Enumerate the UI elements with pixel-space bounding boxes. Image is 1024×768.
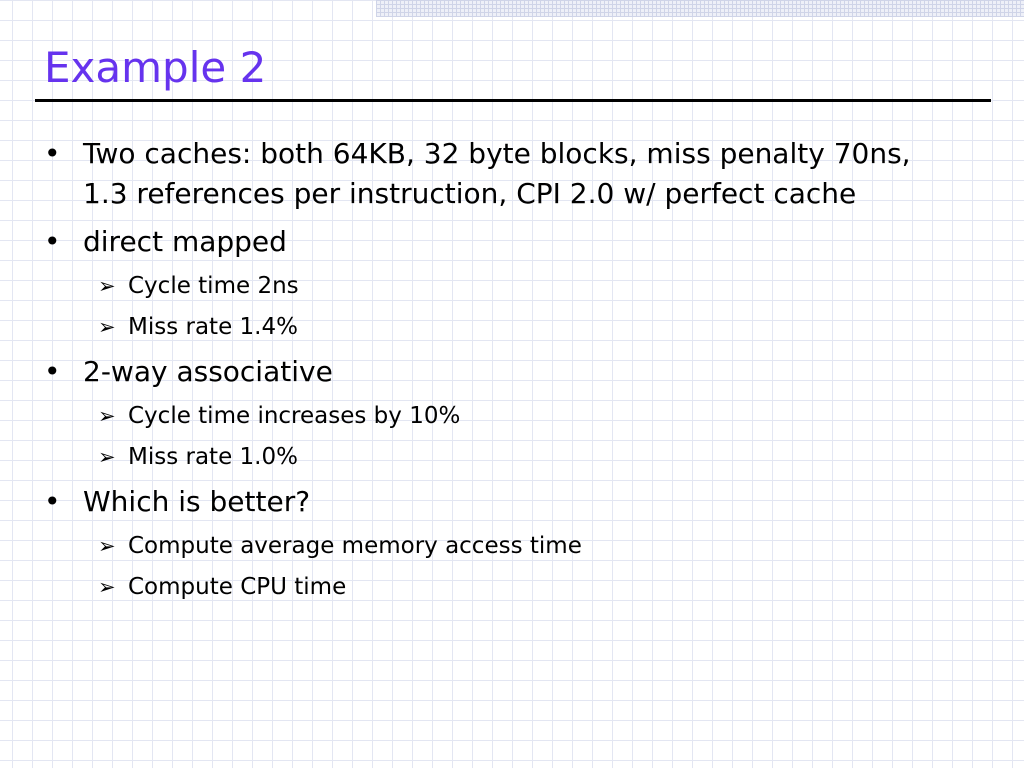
sub-bullet-text: Cycle time 2ns [128, 273, 299, 299]
slide-title: Example 2 [44, 43, 267, 92]
bullet-item-direct-mapped: • direct mapped [0, 222, 1024, 262]
sub-bullet-list: ➢ Compute average memory access time ➢ C… [0, 530, 1024, 603]
bullet-dot-icon: • [44, 355, 61, 388]
sub-bullet-item: ➢ Compute average memory access time [0, 530, 1024, 562]
arrow-bullet-icon: ➢ [98, 404, 116, 428]
sub-bullet-list: ➢ Cycle time 2ns ➢ Miss rate 1.4% [0, 270, 1024, 343]
sub-bullet-text: Miss rate 1.4% [128, 314, 298, 340]
bullet-text-line: 1.3 references per instruction, CPI 2.0 … [83, 177, 857, 210]
bullet-text-line: Which is better? [83, 485, 311, 518]
arrow-bullet-icon: ➢ [98, 315, 116, 339]
bullet-item-caches: • Two caches: both 64KB, 32 byte blocks,… [0, 134, 1024, 214]
arrow-bullet-icon: ➢ [98, 575, 116, 599]
sub-bullet-item: ➢ Miss rate 1.4% [0, 311, 1024, 343]
bullet-list: • Two caches: both 64KB, 32 byte blocks,… [0, 134, 1024, 612]
arrow-bullet-icon: ➢ [98, 445, 116, 469]
arrow-bullet-icon: ➢ [98, 274, 116, 298]
sub-bullet-item: ➢ Cycle time increases by 10% [0, 400, 1024, 432]
sub-bullet-item: ➢ Miss rate 1.0% [0, 441, 1024, 473]
sub-bullet-text: Miss rate 1.0% [128, 444, 298, 470]
sub-bullet-text: Compute average memory access time [128, 533, 582, 559]
bullet-item-which-is-better: • Which is better? [0, 482, 1024, 522]
corner-decoration [376, 0, 1024, 17]
bullet-text-line: 2-way associative [83, 355, 333, 388]
bullet-dot-icon: • [44, 485, 61, 518]
bullet-dot-icon: • [44, 137, 61, 170]
bullet-text-line: Two caches: both 64KB, 32 byte blocks, m… [83, 137, 911, 170]
title-underline [35, 99, 991, 102]
sub-bullet-text: Compute CPU time [128, 574, 347, 600]
bullet-item-2-way-associative: • 2-way associative [0, 352, 1024, 392]
bullet-dot-icon: • [44, 225, 61, 258]
sub-bullet-list: ➢ Cycle time increases by 10% ➢ Miss rat… [0, 400, 1024, 473]
arrow-bullet-icon: ➢ [98, 534, 116, 558]
sub-bullet-item: ➢ Compute CPU time [0, 571, 1024, 603]
sub-bullet-item: ➢ Cycle time 2ns [0, 270, 1024, 302]
sub-bullet-text: Cycle time increases by 10% [128, 403, 461, 429]
bullet-text-line: direct mapped [83, 225, 287, 258]
